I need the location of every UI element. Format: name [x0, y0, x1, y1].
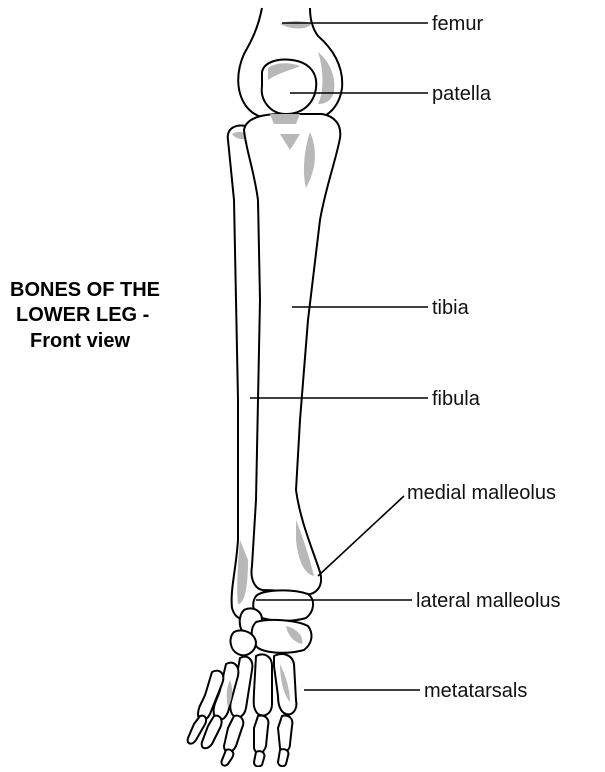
fibula-label: fibula — [432, 388, 481, 410]
metatarsals-label: metatarsals — [424, 680, 527, 702]
metatarsal-bones — [198, 654, 296, 720]
medial-malleolus-label: medial malleolus — [407, 482, 556, 504]
diagram-title: BONES OF THE LOWER LEG - Front view — [10, 279, 160, 352]
title-line-1: BONES OF THE — [10, 279, 160, 301]
title-line-3: Front view — [30, 330, 130, 352]
medial-malleolus-leader-line — [318, 496, 404, 576]
phalanx-bones — [188, 715, 293, 766]
tibia-label: tibia — [432, 297, 470, 319]
patella-label: patella — [432, 83, 492, 105]
lateral-malleolus-label: lateral malleolus — [416, 590, 561, 612]
femur-label: femur — [432, 13, 483, 35]
bone-labels: femur patella tibia fibula medial malleo… — [407, 13, 561, 702]
patella-bone — [262, 60, 317, 115]
title-line-2: LOWER LEG - — [16, 304, 149, 326]
tibia-bone — [244, 114, 340, 594]
